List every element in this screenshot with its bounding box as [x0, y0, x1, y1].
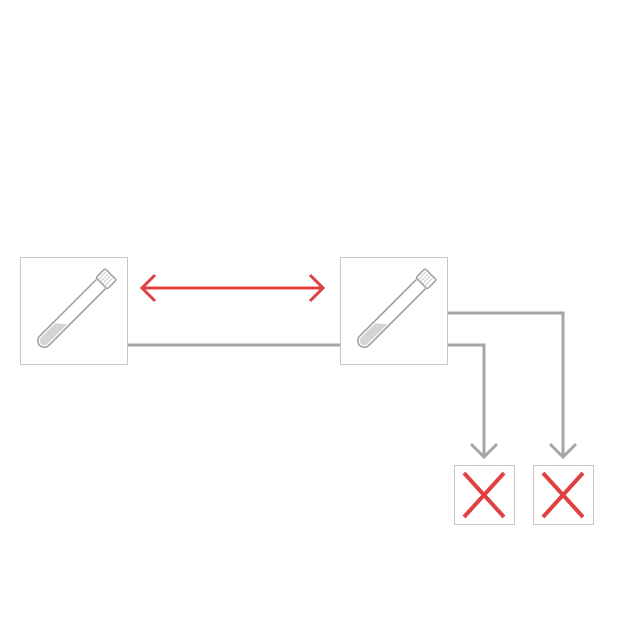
reject-2-node[interactable] [533, 465, 594, 525]
sample-a-node[interactable] [20, 257, 128, 365]
arrowhead-reject-1 [469, 442, 499, 460]
connector-b-reject-1 [447, 343, 486, 457]
sample-b-node[interactable] [340, 257, 448, 365]
arrowhead-reject-2 [548, 442, 578, 460]
exchange-arrow [139, 273, 326, 303]
connector-b-reject-2 [447, 311, 565, 457]
reject-1-node[interactable] [454, 465, 515, 525]
